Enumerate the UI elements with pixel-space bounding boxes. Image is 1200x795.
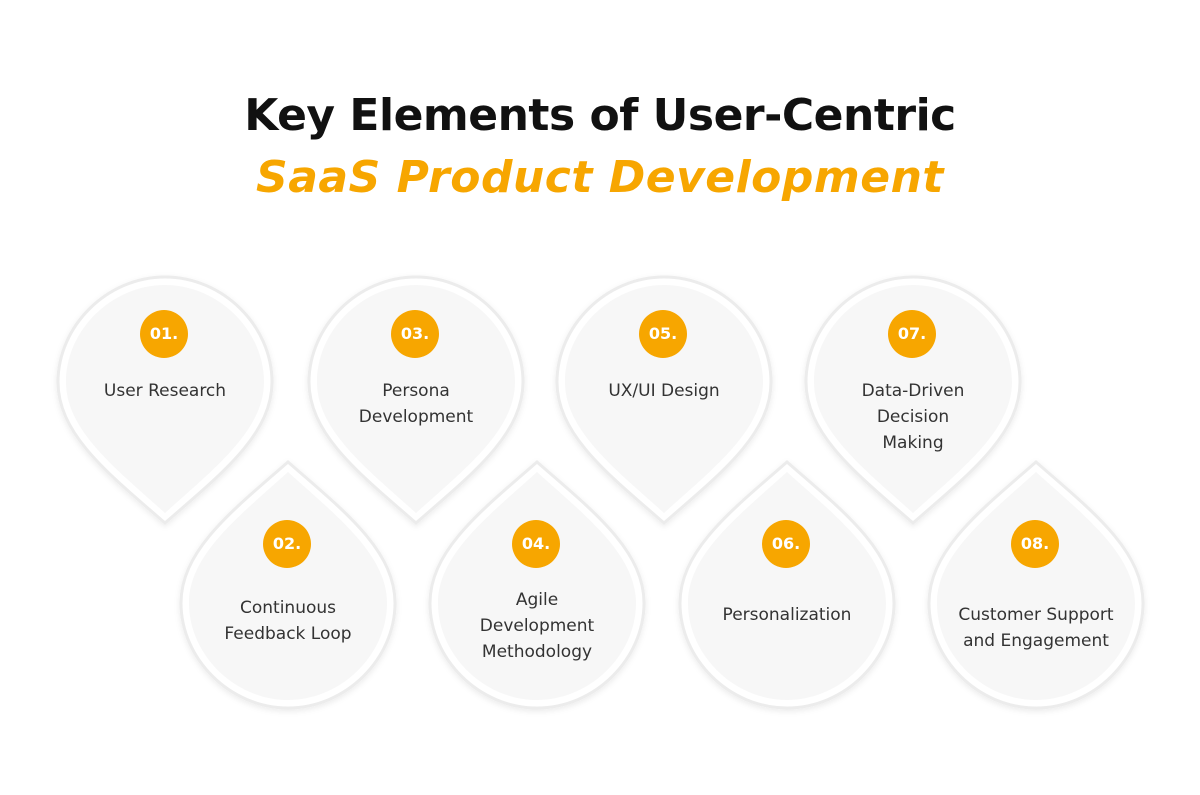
number-badge: 05. — [639, 310, 687, 358]
number-badge: 08. — [1011, 520, 1059, 568]
element-label: Continuous Feedback Loop — [224, 598, 352, 644]
teardrop-down-shape — [56, 275, 274, 525]
page-subtitle: SaaS Product Development — [256, 152, 944, 203]
teardrop-up-shape — [927, 460, 1145, 710]
teardrop-up-shape — [179, 460, 397, 710]
element-card-06: 06. Personalization — [667, 455, 907, 715]
number-badge: 02. — [263, 520, 311, 568]
number-badge: 07. — [888, 310, 936, 358]
element-label: User Research — [103, 381, 227, 401]
element-card-02: 02. Continuous Feedback Loop — [168, 455, 408, 715]
element-label: Customer Support and Engagement — [958, 605, 1114, 651]
element-card-05: 05. UX/UI Design — [544, 270, 784, 530]
teardrop-up-shape — [428, 460, 646, 710]
element-card-01: 01. User Research — [45, 270, 285, 530]
element-card-04: 04. Agile Development Methodology — [417, 455, 657, 715]
element-label: Data-Driven Decision Making — [861, 381, 965, 453]
teardrop-up-shape — [678, 460, 896, 710]
teardrop-down-shape — [804, 275, 1022, 525]
number-badge: 04. — [512, 520, 560, 568]
element-card-07: 07. Data-Driven Decision Making — [793, 270, 1033, 530]
number-badge: 03. — [391, 310, 439, 358]
number-badge: 01. — [140, 310, 188, 358]
number-badge: 06. — [762, 520, 810, 568]
element-label: UX/UI Design — [608, 381, 720, 401]
teardrop-down-shape — [555, 275, 773, 525]
teardrop-down-shape — [307, 275, 525, 525]
element-card-08: 08. Customer Support and Engagement — [916, 455, 1156, 715]
element-card-03: 03. Persona Development — [296, 270, 536, 530]
page-title: Key Elements of User-Centric — [244, 90, 956, 141]
element-label: Persona Development — [358, 381, 474, 427]
element-label: Personalization — [722, 605, 852, 625]
element-label: Agile Development Methodology — [479, 590, 595, 662]
